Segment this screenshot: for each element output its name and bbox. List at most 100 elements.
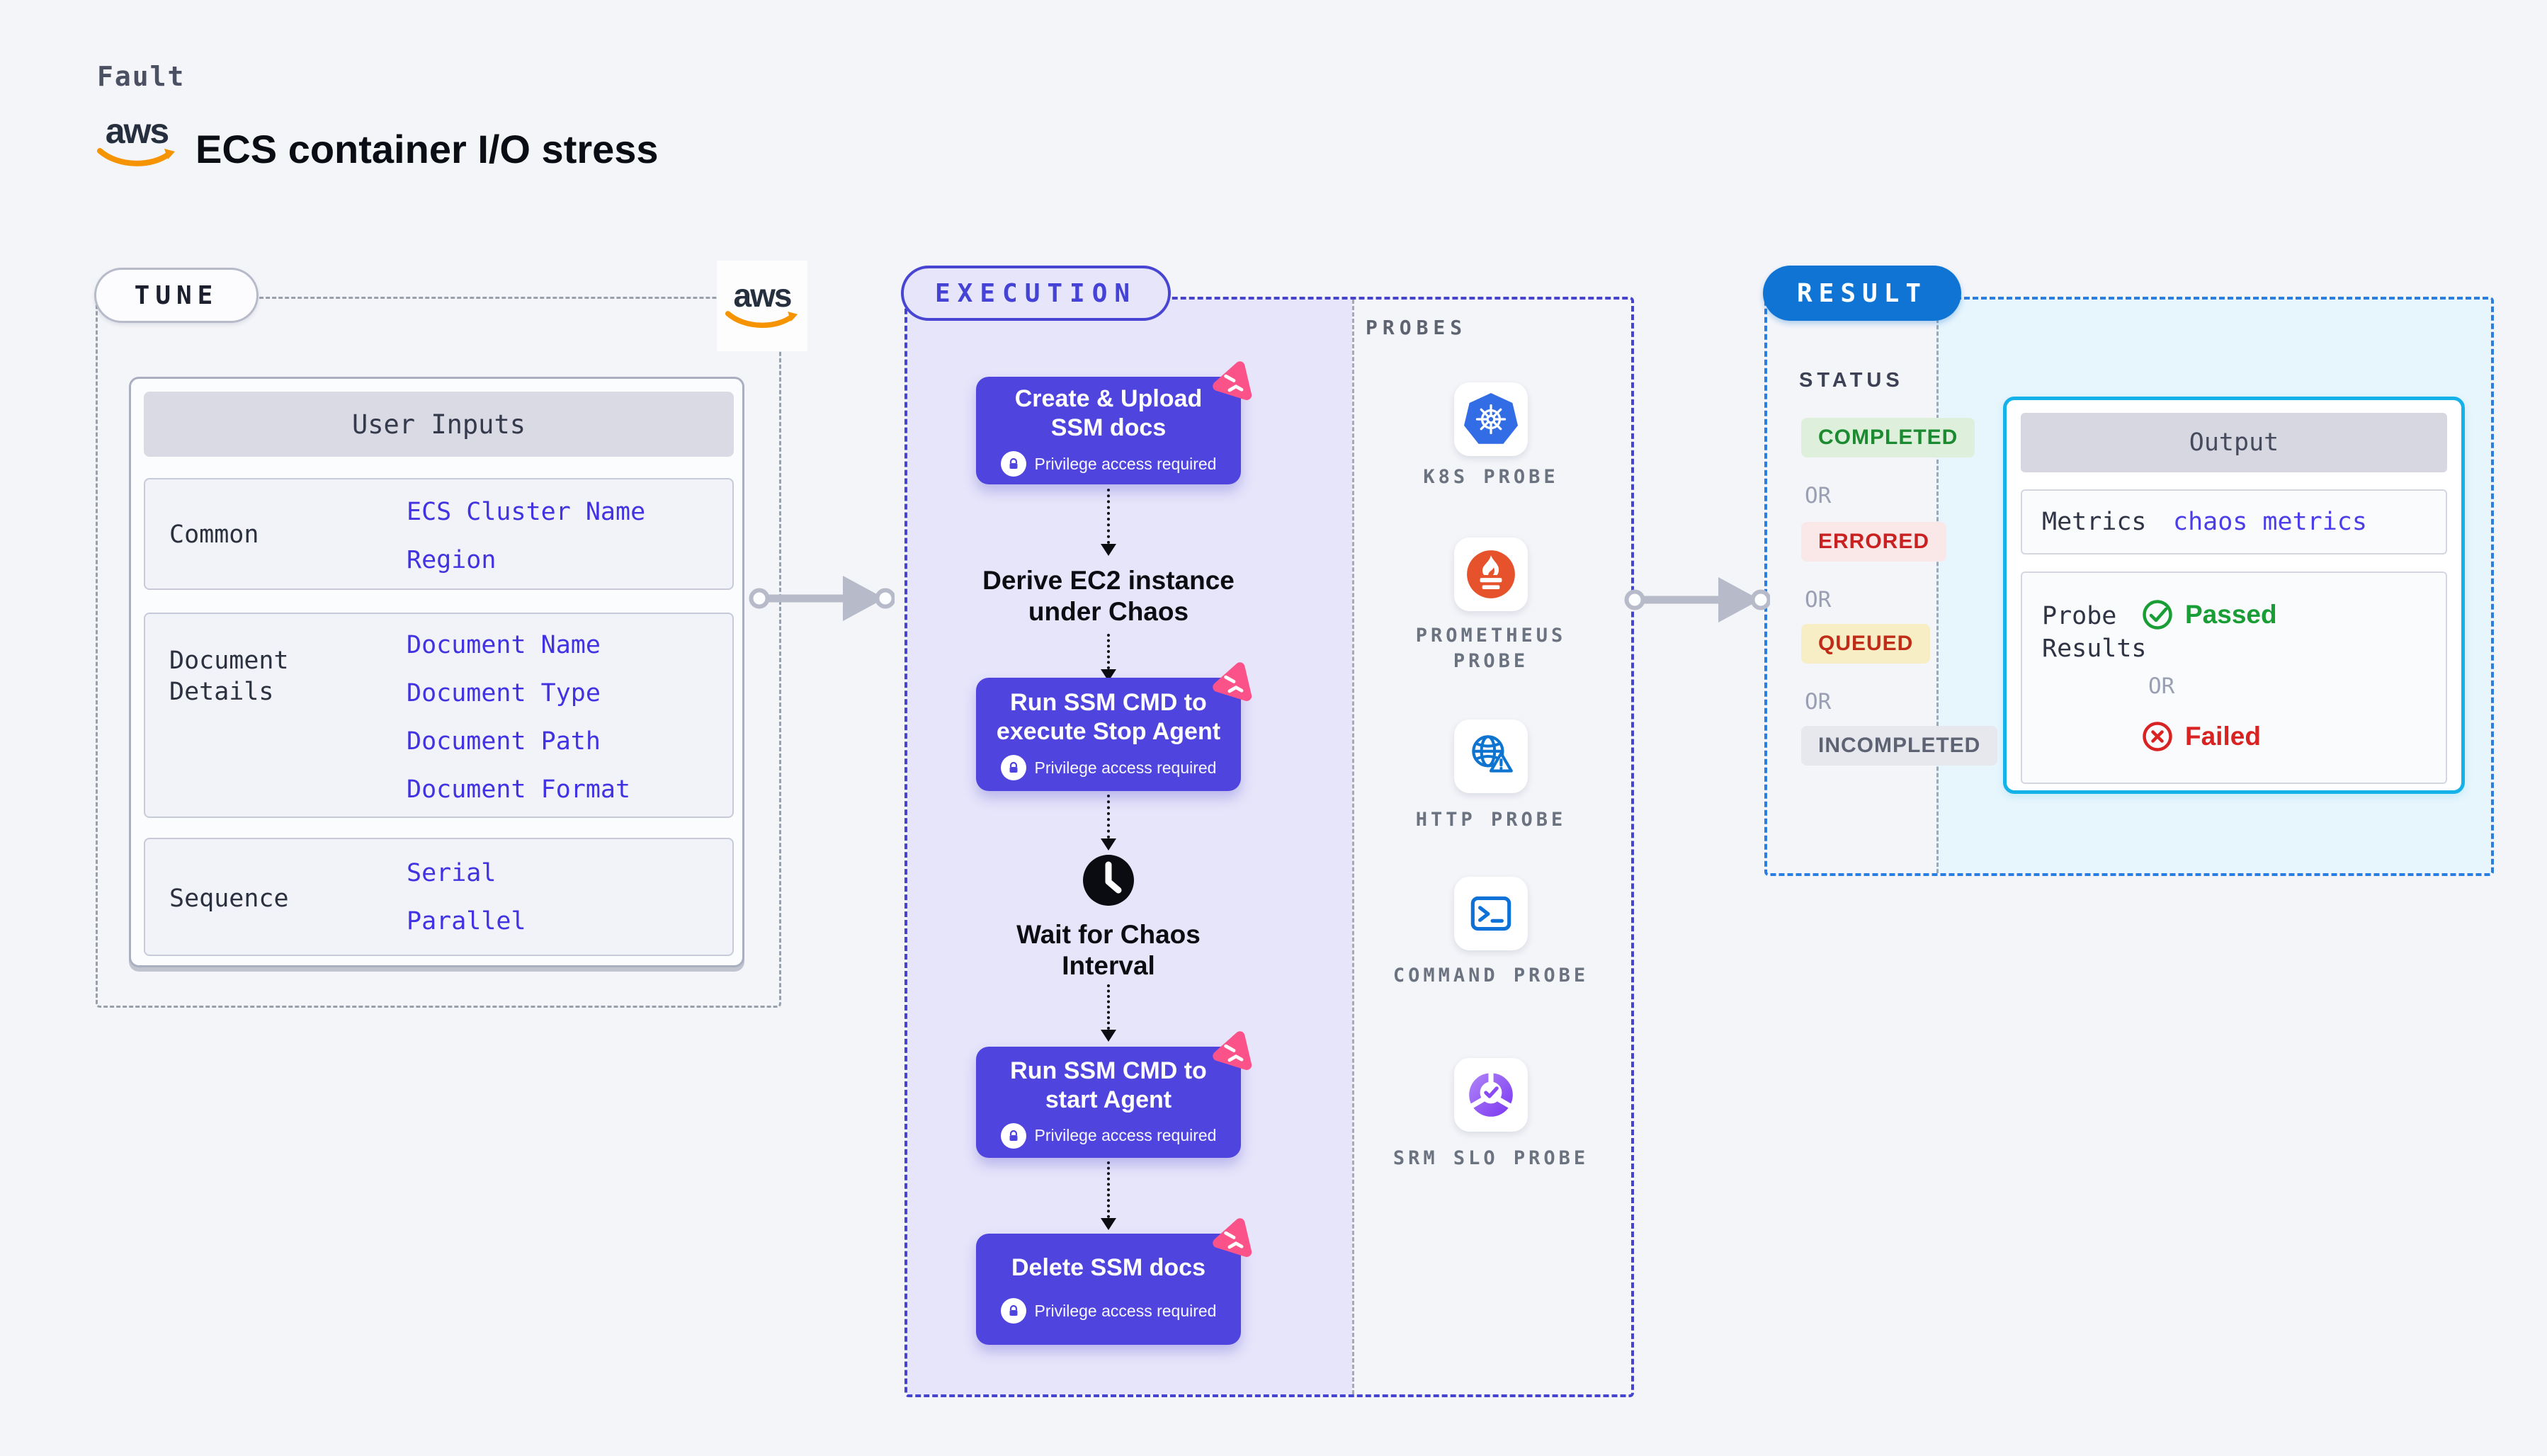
row-label: Sequence [169, 885, 289, 913]
kubernetes-icon [1464, 393, 1518, 444]
probes-section-label: PROBES [1366, 316, 1468, 339]
status-badge-errored: ERRORED [1801, 522, 1947, 562]
result-pill-label: RESULT [1797, 278, 1928, 308]
flow-connector [1107, 634, 1110, 669]
execution-section-pill: EXECUTION [901, 266, 1172, 321]
x-circle-icon [2143, 722, 2172, 751]
tune-aws-logo-patch: aws [717, 261, 807, 351]
probe-label: HTTP PROBE [1415, 809, 1567, 831]
probe-label: K8S PROBE [1423, 466, 1559, 488]
aws-logo-text: aws [733, 277, 793, 314]
flow-connector [1107, 795, 1110, 838]
aws-logo-text: aws [105, 111, 170, 151]
fault-kind-label: Fault [97, 61, 186, 92]
flow-arrowhead [1101, 1030, 1116, 1042]
chaos-experiment-icon [1213, 361, 1252, 400]
input-value: Parallel [407, 907, 526, 935]
aws-logo: aws [94, 111, 179, 170]
lock-icon [1000, 755, 1026, 780]
failed-label: Failed [2185, 722, 2261, 751]
probe-results-label: Probe Results [2042, 602, 2147, 663]
execution-pill-label: EXECUTION [935, 278, 1138, 308]
privilege-badge: Privilege access required [1000, 755, 1217, 780]
aws-smile-icon [97, 148, 175, 166]
clock-icon [1082, 853, 1135, 907]
step-text-derive-ec2: Derive EC2 instance under Chaos [982, 566, 1235, 626]
step-title: Run SSM CMD to execute Stop Agent [996, 689, 1221, 745]
result-section-pill: RESULT [1763, 266, 1962, 321]
tune-section-box [96, 297, 781, 1008]
step-title: Delete SSM docs [1011, 1254, 1206, 1281]
or-separator: OR [1805, 483, 1832, 508]
metrics-row: Metrics chaos metrics [2021, 489, 2447, 554]
input-value: Document Name [407, 631, 601, 659]
probe-results-row: Probe Results Passed OR Failed [2021, 571, 2447, 784]
arrow-right-icon [1624, 577, 1770, 622]
output-card: Output Metrics chaos metrics Probe Resul… [2003, 397, 2465, 794]
chaos-experiment-icon [1213, 1218, 1252, 1257]
page-title: ECS container I/O stress [195, 127, 659, 171]
aws-smile-icon [725, 311, 798, 328]
probe-card-srm-slo [1454, 1058, 1528, 1132]
step-card-run-ssm-stop-agent: Run SSM CMD to execute Stop Agent Privil… [976, 662, 1252, 791]
terminal-icon [1470, 896, 1511, 931]
user-inputs-card: User Inputs Common ECS Cluster Name Regi… [129, 377, 744, 967]
input-value: ECS Cluster Name [407, 498, 646, 526]
flow-arrowhead [1101, 838, 1116, 851]
http-globe-warning-icon [1472, 735, 1513, 773]
or-separator: OR [1805, 587, 1832, 613]
chaos-experiment-icon [1213, 662, 1252, 701]
status-badge-completed: COMPLETED [1801, 418, 1975, 457]
input-value: Document Type [407, 679, 601, 707]
privilege-badge-label: Privilege access required [1034, 758, 1217, 777]
metrics-value: chaos metrics [2173, 508, 2367, 536]
privilege-badge: Privilege access required [1000, 1298, 1217, 1324]
status-badge-queued: QUEUED [1801, 624, 1931, 664]
or-separator: OR [2148, 673, 2175, 699]
privilege-badge-label: Privilege access required [1034, 454, 1217, 473]
probe-result-passed: Passed [2141, 598, 2277, 631]
user-inputs-header: User Inputs [144, 392, 734, 457]
lock-icon [1000, 1298, 1026, 1324]
probe-result-failed: Failed [2141, 720, 2261, 753]
step-card-run-ssm-start-agent: Run SSM CMD to start Agent Privilege acc… [976, 1031, 1252, 1158]
privilege-badge-label: Privilege access required [1034, 1126, 1217, 1144]
lock-icon [1000, 1122, 1026, 1149]
tune-section-pill: TUNE [94, 268, 259, 323]
arrow-right-icon [749, 576, 895, 621]
row-label: Common [169, 521, 259, 549]
probe-label: COMMAND PROBE [1392, 965, 1589, 986]
flow-connector [1107, 489, 1110, 544]
user-inputs-row-document-details: Document Details Document Name Document … [144, 613, 734, 818]
step-title: Run SSM CMD to start Agent [1010, 1057, 1207, 1113]
probe-card-k8s [1454, 382, 1528, 456]
step-title: Create & Upload SSM docs [1014, 385, 1203, 441]
lock-icon [1000, 451, 1026, 477]
input-value: Serial [407, 859, 497, 887]
tune-pill-label: TUNE [134, 280, 219, 310]
or-separator: OR [1805, 689, 1832, 715]
flow-connector [1107, 984, 1110, 1030]
input-value: Region [407, 546, 497, 574]
step-card-create-upload-ssm-docs: Create & Upload SSM docs Privilege acces… [976, 361, 1252, 484]
aws-logo: aws [725, 277, 799, 331]
user-inputs-row-sequence: Sequence Serial Parallel [144, 838, 734, 956]
step-text-wait-for-chaos-interval: Wait for Chaos Interval [1016, 920, 1201, 980]
check-circle-icon [2143, 600, 2172, 630]
step-card-delete-ssm-docs: Delete SSM docs Privilege access require… [976, 1218, 1252, 1345]
user-inputs-row-common: Common ECS Cluster Name Region [144, 478, 734, 590]
probes-divider [1352, 300, 1354, 1394]
chaos-experiment-icon [1213, 1031, 1252, 1070]
probe-card-http [1454, 720, 1528, 793]
privilege-badge-label: Privilege access required [1034, 1301, 1217, 1320]
input-value: Document Format [407, 775, 631, 804]
row-label: Document Details [169, 647, 289, 706]
flow-arrowhead [1101, 544, 1116, 556]
input-value: Document Path [407, 727, 601, 756]
output-header: Output [2021, 413, 2447, 472]
prometheus-icon [1467, 550, 1515, 598]
status-column-label: STATUS [1799, 369, 1904, 392]
probe-label: PROMETHEUS PROBE [1415, 625, 1567, 672]
privilege-badge: Privilege access required [1000, 1122, 1217, 1149]
